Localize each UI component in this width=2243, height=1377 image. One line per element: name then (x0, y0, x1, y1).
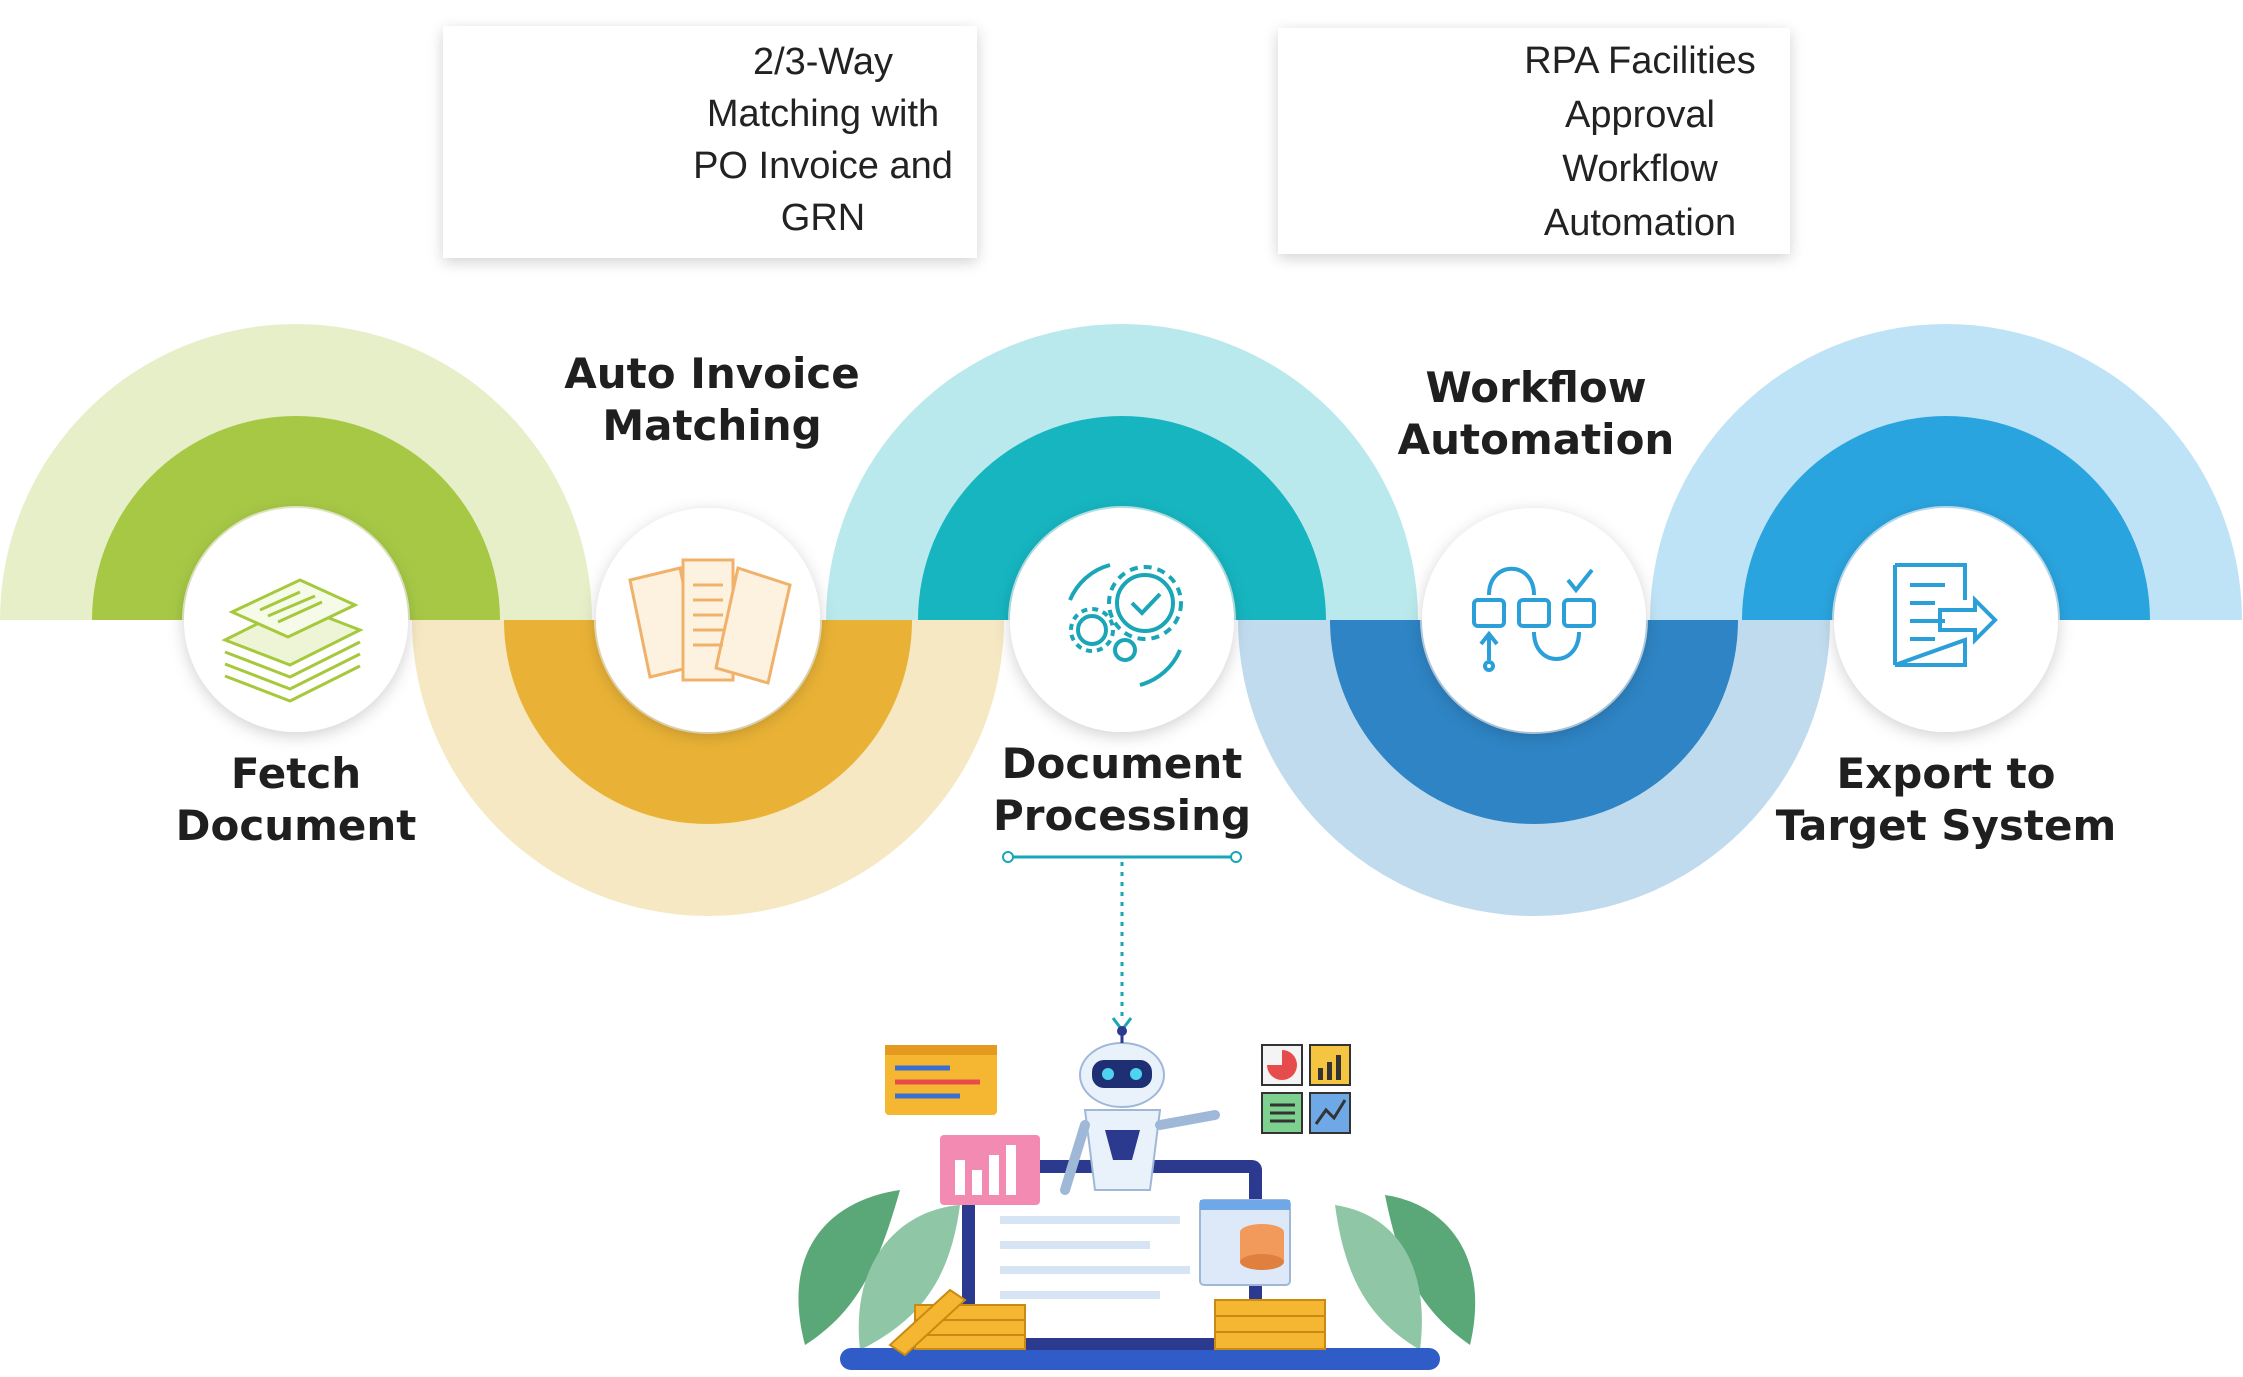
step-label-workflow: Workflow Automation (1356, 362, 1716, 466)
invoices-icon (628, 558, 792, 685)
step-label-line: Target System (1775, 801, 2117, 850)
callout-rpa-line: Workflow (1562, 148, 1718, 190)
step-label-line: Auto Invoice (564, 349, 860, 398)
step-label-line: Export to (1836, 749, 2056, 798)
step-label-line: Workflow (1425, 363, 1647, 412)
step-label-export: Export to Target System (1746, 748, 2146, 852)
arc-processing-inner (918, 416, 1326, 620)
arc-matching-inner (504, 620, 912, 824)
step-label-line: Processing (992, 791, 1252, 840)
step-label-line: Fetch (230, 749, 362, 798)
callout-rpa-line: Automation (1543, 202, 1737, 244)
workflow-icon (1472, 566, 1596, 672)
callout-matching-text: 2/3-Way Matching with PO Invoice and GRN (673, 36, 973, 244)
step-label-line: Document (175, 801, 417, 850)
step-label-processing: Document Processing (952, 738, 1292, 842)
document-stack-icon (221, 578, 364, 703)
callout-rpa-text: RPA Facilities Approval Workflow Automat… (1490, 34, 1790, 250)
step-node-matching (596, 508, 820, 732)
processing-connector (1002, 851, 1242, 1033)
callout-matching: 2/3-Way Matching with PO Invoice and GRN (443, 26, 977, 258)
callout-rpa: RPA Facilities Approval Workflow Automat… (1278, 28, 1790, 254)
callout-matching-line: GRN (780, 197, 866, 239)
callout-rpa-line: RPA Facilities (1524, 40, 1756, 82)
step-label-line: Document (1001, 739, 1243, 788)
callout-matching-line: PO Invoice and (693, 145, 953, 187)
wave-band (0, 324, 2242, 916)
callout-rpa-line: Approval (1565, 94, 1715, 136)
step-node-fetch (184, 508, 408, 732)
robot-laptop-dashboard-illustration (798, 1026, 1476, 1370)
step-node-workflow (1422, 508, 1646, 732)
step-node-processing (1010, 508, 1234, 732)
callout-matching-line: Matching with (706, 93, 940, 135)
export-document-icon (1893, 563, 1998, 667)
step-node-export (1834, 508, 2058, 732)
step-label-matching: Auto Invoice Matching (532, 348, 892, 452)
arc-workflow-inner (1330, 620, 1738, 824)
step-label-line: Matching (602, 401, 822, 450)
step-label-fetch: Fetch Document (136, 748, 456, 852)
arc-export-inner (1742, 416, 2150, 620)
gears-check-icon (1068, 563, 1183, 687)
callout-matching-line: 2/3-Way (752, 41, 894, 83)
step-label-line: Automation (1397, 415, 1675, 464)
arc-fetch-inner (92, 416, 500, 620)
